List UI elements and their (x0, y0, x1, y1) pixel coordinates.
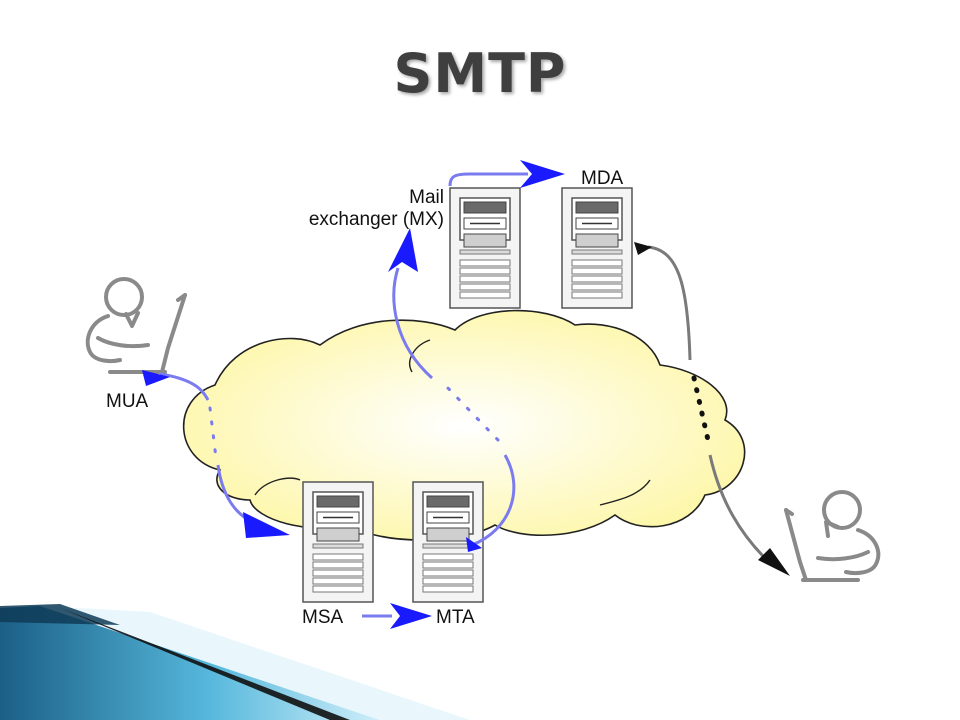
arrow-into-msa-icon (243, 512, 290, 538)
mda-to-recipient-flow (634, 242, 790, 576)
slide-decor-band (0, 604, 470, 720)
mda-server (561, 187, 633, 309)
mta-label: MTA (436, 607, 475, 628)
msa-to-mta-flow (362, 603, 432, 629)
mx-to-mda-flow (448, 160, 565, 188)
msa-server (302, 481, 374, 603)
mx-server (449, 187, 521, 309)
mta-to-mx-flow (388, 228, 516, 552)
slide-title: SMTP (393, 42, 567, 105)
sender-user-icon (85, 277, 187, 374)
msa-label: MSA (302, 607, 344, 628)
mx-label-line1: Mail (409, 187, 444, 208)
mx-label-line2: exchanger (MX) (309, 209, 444, 230)
arrow-into-mta-icon (390, 603, 432, 629)
mda-label: MDA (581, 168, 624, 189)
arrow-into-recipient-icon (758, 548, 790, 576)
mua-label: MUA (106, 391, 149, 412)
mua-to-msa-flow (142, 370, 290, 538)
arrow-into-mx-icon (388, 228, 418, 272)
arrow-into-mda-icon (520, 160, 565, 188)
recipient-user-icon (784, 490, 881, 582)
